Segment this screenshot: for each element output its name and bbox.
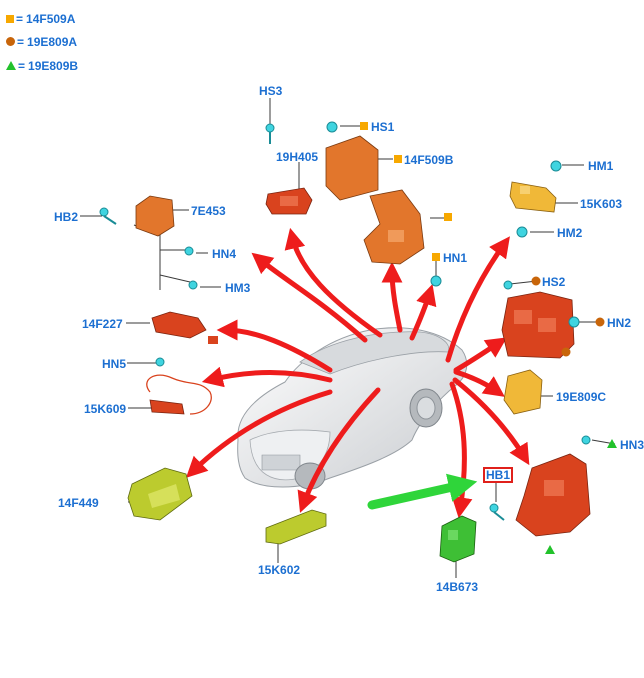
part-7e453: [135, 195, 175, 237]
arrow-to-7e453: [251, 252, 368, 343]
label-15k603: 15K603: [580, 197, 623, 211]
marker-square-bracket: [444, 213, 452, 221]
part-14f449: [127, 467, 193, 521]
label-hs3: HS3: [259, 84, 283, 98]
part-hn2-module: [501, 291, 575, 359]
label-14f449: 14F449: [58, 496, 99, 510]
part-hm3-screw: [188, 280, 198, 290]
label-hm1: HM1: [588, 159, 614, 173]
marker-square-hn1: [432, 253, 440, 261]
legend-code: 19E809A: [27, 35, 78, 49]
legend-code: 14F509A: [26, 12, 76, 26]
marker-triangle-module: [545, 545, 555, 554]
label-hn4: HN4: [212, 247, 237, 261]
label-hn1: HN1: [443, 251, 468, 265]
arrow-to-14f509b: [381, 261, 403, 333]
label-hn3: HN3: [620, 438, 644, 452]
part-14f227: [151, 311, 218, 344]
green-arrow-hb1: [367, 473, 478, 510]
label-hm3: HM3: [225, 281, 251, 295]
arrow-to-hb1-module: [452, 377, 530, 466]
part-14f509b-bracket: [325, 135, 425, 265]
part-15k603: [509, 181, 557, 213]
legend-markers: [360, 122, 617, 554]
label-hm2: HM2: [557, 226, 583, 240]
marker-triangle-hn3: [607, 439, 617, 448]
arrow-to-15k609: [201, 366, 333, 388]
part-hn4-nut: [184, 246, 194, 256]
part-hb1-screw: [489, 503, 505, 521]
part-hb1-module: [515, 453, 591, 537]
legend-code: 19E809B: [28, 59, 79, 73]
parts: [99, 121, 591, 563]
arrow-to-15k602: [297, 387, 381, 513]
part-15k609: [146, 374, 212, 415]
legend-triangle-icon: [6, 61, 16, 71]
arrow-to-15k603: [445, 236, 510, 363]
label-15k609: 15K609: [84, 402, 127, 416]
label-14b673: 14B673: [436, 580, 479, 594]
part-hn2-nut: [568, 316, 580, 328]
label-15k602: 15K602: [258, 563, 301, 577]
part-19e809c: [503, 369, 543, 415]
part-hn1-nut: [430, 275, 442, 287]
part-hb2-screw: [99, 207, 117, 225]
legend-row-triangle: =19E809B: [6, 59, 78, 73]
label-hb1: HB1: [483, 467, 514, 483]
label-hn5: HN5: [102, 357, 127, 371]
part-14b673: [439, 515, 477, 563]
part-hn3-nut: [581, 435, 591, 445]
label-19e809c: 19E809C: [556, 390, 607, 404]
label-hn2: HN2: [607, 316, 632, 330]
marker-circle-module: [561, 347, 571, 357]
arrow-to-19h405: [284, 227, 383, 338]
arrow-to-hn1: [409, 283, 437, 341]
red-arrows: [185, 227, 530, 519]
part-19h405: [265, 187, 313, 215]
arrow-to-hn2-module: [453, 337, 507, 373]
label-7e453: 7E453: [191, 204, 226, 218]
legend-circle-icon: [6, 37, 15, 47]
legend-row-circle: =19E809A: [6, 35, 77, 49]
marker-square-14f509b: [394, 155, 402, 163]
part-hs3-screw: [265, 123, 275, 144]
part-hn5-nut: [155, 357, 165, 367]
arrow-to-19e809c: [453, 369, 505, 397]
vehicle-illustration: [237, 327, 468, 490]
legend-row-square: =14F509A: [6, 12, 75, 26]
label-hs1: HS1: [371, 120, 395, 134]
marker-circle-hn2: [595, 317, 605, 327]
part-hs2-screw: [503, 280, 513, 290]
label-hs2: HS2: [542, 275, 566, 289]
arrow-to-14f449: [185, 389, 333, 478]
part-15k602: [265, 509, 327, 545]
marker-square-hs1: [360, 122, 368, 130]
part-hm2-screw: [516, 226, 528, 238]
arrow-to-14f227: [216, 319, 333, 373]
part-hs1-screw: [326, 121, 338, 133]
label-hb2: HB2: [54, 210, 79, 224]
legend-square-icon: [6, 14, 14, 23]
part-hm1-screw: [550, 160, 562, 172]
marker-circle-hs2: [531, 276, 541, 286]
label-19h405: 19H405: [276, 150, 319, 164]
label-14f509b: 14F509B: [404, 153, 454, 167]
label-14f227: 14F227: [82, 317, 123, 331]
